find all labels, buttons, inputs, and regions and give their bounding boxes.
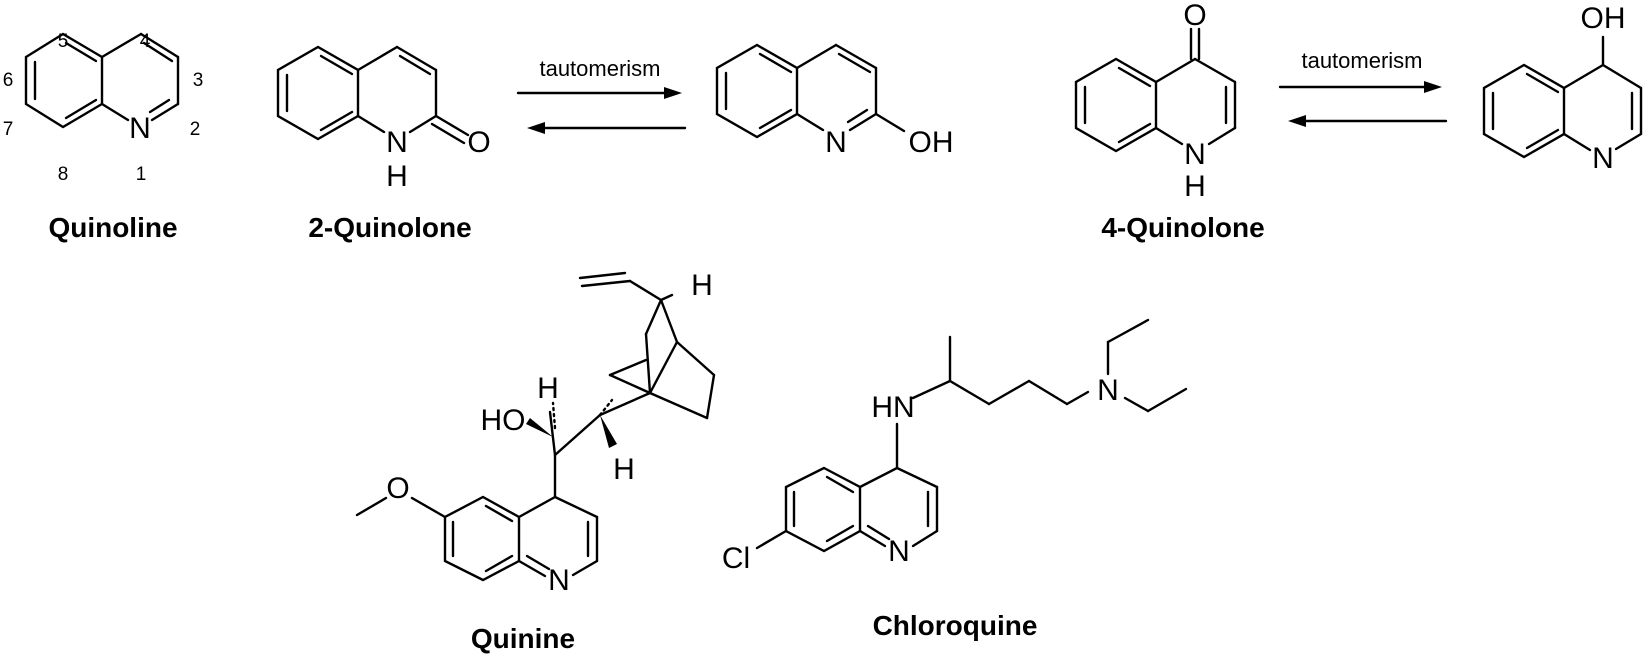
reverse-arrowhead — [1288, 115, 1306, 127]
reverse-arrowhead — [527, 122, 545, 134]
2-quinolone-keto-h-atom: H — [386, 160, 408, 193]
quinine-oh-wedge — [526, 418, 553, 437]
4-quinolinol-n-atom: N — [1592, 142, 1614, 175]
2-quinolone-keto-n-atom: N — [386, 126, 408, 159]
chloroquine-structure: HN N Cl N Chloroquine — [722, 318, 1188, 641]
position-label-3: 3 — [193, 70, 204, 91]
4-quinolinol-structure: OH N — [1482, 2, 1643, 175]
quinine-n-atom: N — [548, 564, 570, 597]
quinine-structure: H H HO H O N Quinine — [355, 269, 716, 654]
forward-arrowhead — [664, 87, 682, 99]
quinine-h-bottom-atom: H — [613, 453, 635, 486]
chloroquine-amine-n-atom: N — [1097, 374, 1119, 407]
position-label-1: 1 — [136, 164, 147, 185]
quinine-ho-group: HO — [481, 404, 526, 437]
4-quinolone-keto-h-atom: H — [1184, 170, 1206, 203]
2-quinolone-tautomerism-arrows: tautomerism — [516, 56, 687, 134]
chloroquine-cl-atom: Cl — [722, 542, 750, 575]
quinine-methoxy-o-atom: O — [386, 472, 409, 505]
4-quinolone-keto-structure: O N H 4-Quinolone — [1074, 0, 1265, 243]
4-quinolone-keto-n-atom: N — [1184, 138, 1206, 171]
quinoline-n-atom: N — [129, 112, 151, 145]
2-quinolinol-n-atom: N — [825, 126, 847, 159]
2-quinolone-keto-structure: N H O 2-Quinolone — [276, 45, 491, 243]
quinoline-structure: N 1 2 3 4 5 6 7 8 Quinoline — [3, 31, 204, 243]
2-quinolone-name: 2-Quinolone — [308, 212, 471, 243]
position-label-2: 2 — [190, 119, 201, 140]
4-quinolinol-bonds — [1482, 35, 1643, 159]
position-label-8: 8 — [58, 164, 69, 185]
quinine-h-carbinol-atom: H — [537, 372, 559, 405]
tautomerism-label-1: tautomerism — [539, 56, 660, 81]
2-quinolinol-structure: N OH — [715, 43, 954, 159]
position-label-6: 6 — [3, 70, 14, 91]
4-quinolone-name: 4-Quinolone — [1101, 212, 1264, 243]
2-quinolinol-bonds — [715, 43, 906, 139]
4-quinolone-tautomerism-arrows: tautomerism — [1278, 48, 1448, 127]
quinoline-bonds — [24, 32, 180, 129]
2-quinolone-keto-bonds — [276, 45, 470, 145]
chloroquine-bonds — [755, 318, 1188, 553]
chloroquine-n-atom: N — [888, 535, 910, 568]
quinine-h-top-atom: H — [691, 269, 713, 302]
4-quinolone-keto-bonds — [1074, 27, 1237, 153]
2-quinolone-keto-o-atom: O — [467, 126, 490, 159]
chloroquine-hn-group: HN — [871, 391, 914, 424]
forward-arrowhead — [1424, 81, 1442, 93]
quinine-name: Quinine — [471, 623, 575, 654]
position-label-4: 4 — [140, 31, 151, 52]
chloroquine-name: Chloroquine — [873, 610, 1038, 641]
position-label-5: 5 — [58, 31, 69, 52]
4-quinolone-keto-o-atom: O — [1183, 0, 1206, 32]
position-label-7: 7 — [3, 119, 14, 140]
tautomerism-label-2: tautomerism — [1301, 48, 1422, 73]
2-quinolinol-oh-group: OH — [909, 126, 954, 159]
quinine-h-wedge — [600, 415, 617, 448]
quinoline-name: Quinoline — [48, 212, 177, 243]
quinine-bonds — [355, 271, 716, 582]
4-quinolinol-oh-group: OH — [1581, 2, 1626, 35]
